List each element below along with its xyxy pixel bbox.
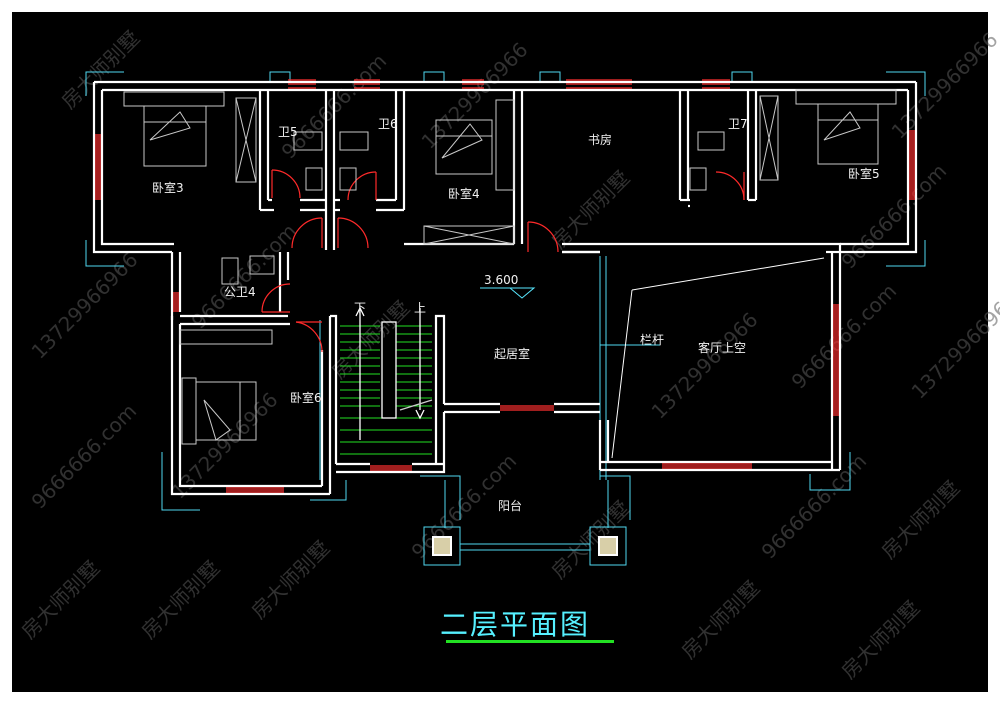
window-void-bottom — [662, 463, 752, 469]
columns — [432, 536, 618, 556]
plan-title: 二层平面图 — [440, 608, 591, 641]
watermark-text: 13729966966 — [887, 28, 1000, 144]
watermark-text: 房大师别墅 — [247, 536, 335, 624]
watermark-text: 13729966966 — [907, 288, 1000, 404]
watermark-text: 房大师别墅 — [837, 596, 925, 684]
room-label-bath6: 卫6 — [378, 117, 398, 131]
window-right — [909, 130, 915, 200]
watermark-text: 9666666.com — [757, 449, 872, 564]
drawing-number: 图号A1155 — [30, 658, 140, 682]
watermark-text: 13729966966 — [647, 308, 763, 424]
room-label-bedroom4: 卧室4 — [448, 186, 480, 201]
room-label-bedroom6: 卧室6 — [290, 390, 322, 405]
stair-rail — [355, 306, 433, 440]
watermark-text: 9666666.com — [787, 279, 902, 394]
watermark-text: 房大师别墅 — [547, 166, 635, 254]
window-top-4 — [566, 79, 632, 89]
room-label-balcony: 阳台 — [498, 498, 522, 513]
window-top-5 — [702, 79, 730, 89]
room-label-bedroom3: 卧室3 — [152, 180, 184, 195]
void-outline — [611, 257, 825, 459]
room-label-bath5: 卫5 — [278, 125, 298, 139]
room-label-bedroom5: 卧室5 — [848, 166, 880, 181]
room-label-bath7: 卫7 — [728, 117, 748, 131]
stair-down-label: 下 — [354, 301, 366, 315]
room-label-living-void: 客厅上空 — [698, 340, 746, 355]
watermark-text: 房大师别墅 — [137, 556, 225, 644]
title-underline — [446, 640, 614, 643]
window-void-right — [833, 304, 839, 416]
room-label-study: 书房 — [588, 132, 612, 147]
drawing-frame — [12, 12, 988, 692]
watermark-text: 房大师别墅 — [57, 26, 145, 114]
window-bed6 — [226, 487, 284, 493]
room-label-living: 起居室 — [494, 346, 530, 361]
window-top-1 — [288, 79, 316, 89]
elevation-marker — [480, 287, 536, 299]
window-living — [500, 405, 554, 411]
window-bath4 — [173, 292, 179, 312]
furniture — [123, 89, 897, 445]
stair-up-label: 上 — [414, 301, 426, 315]
window-top-2 — [354, 79, 380, 89]
room-label-bath4: 公卫4 — [224, 285, 256, 299]
window-stair — [370, 465, 412, 471]
walls — [92, 80, 918, 496]
watermark-text: 房大师别墅 — [327, 296, 415, 384]
doors — [261, 169, 745, 353]
window-left — [95, 134, 101, 200]
elevation-label: 3.600 — [484, 273, 518, 287]
windows — [95, 79, 915, 493]
watermark-text: 9666666.com — [27, 399, 142, 514]
watermark-text: 房大师别墅 — [677, 576, 765, 664]
watermark-text: 房大师别墅 — [877, 476, 965, 564]
watermark-text: 房大师别墅 — [17, 556, 105, 644]
watermark-text: 13729966966 — [27, 248, 143, 364]
room-label-railing: 栏杆 — [640, 332, 664, 347]
window-top-3 — [462, 79, 484, 89]
